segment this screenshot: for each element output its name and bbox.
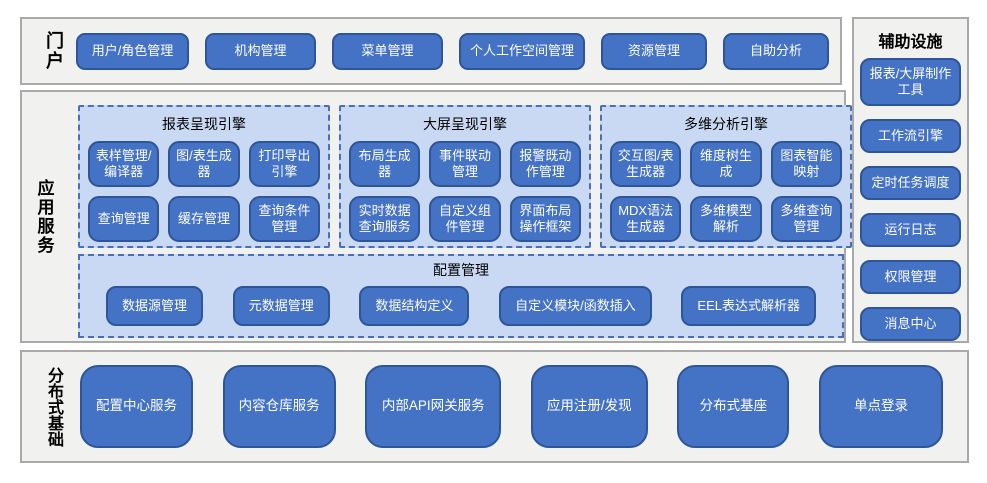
group-title: 大屏呈现引擎: [423, 116, 507, 132]
node-interactive-chart-generator: 交互图/表生成器: [610, 141, 682, 187]
group-title: 报表呈现引擎: [162, 116, 246, 132]
engine-grid: 布局生成器 事件联动管理 报警既动作管理 实时数据查询服务 自定义组件管理 界面…: [349, 141, 581, 242]
node-personal-workspace-mgmt: 个人工作空间管理: [459, 32, 585, 70]
node-layout-generator: 布局生成器: [349, 141, 421, 187]
node-mdx-syntax-generator: MDX语法生成器: [610, 196, 682, 242]
node-query-mgmt: 查询管理: [88, 196, 160, 242]
node-alarm-action-mgmt: 报警既动作管理: [509, 141, 581, 187]
node-query-condition-mgmt: 查询条件管理: [248, 196, 320, 242]
group-title: 配置管理: [433, 262, 489, 278]
distributed-foundation-section: 分布式基础 配置中心服务 内容仓库服务 内部API网关服务 应用注册/发现 分布…: [20, 350, 969, 463]
node-custom-module-function-insert: 自定义模块/函数插入: [499, 286, 652, 326]
node-message-center: 消息中心: [860, 307, 961, 341]
node-metadata-mgmt: 元数据管理: [232, 286, 330, 326]
node-permission-mgmt: 权限管理: [860, 260, 961, 294]
portal-node-row: 用户/角色管理 机构管理 菜单管理 个人工作空间管理 资源管理 自助分析: [76, 32, 829, 70]
config-node-row: 数据源管理 元数据管理 数据结构定义 自定义模块/函数插入 EEL表达式解析器: [80, 280, 842, 336]
node-report-bigscreen-authoring-tool: 报表/大屏制作工具: [860, 58, 961, 106]
node-chart-smart-mapping: 图表智能映射: [770, 141, 842, 187]
node-eel-expression-parser: EEL表达式解析器: [681, 286, 816, 326]
node-report-style-compiler: 表样管理/编译器: [88, 141, 160, 187]
app-services-section-label: 应用服务: [34, 178, 54, 255]
foundation-section-label: 分布式基础: [45, 366, 62, 447]
node-event-linkage-mgmt: 事件联动管理: [429, 141, 501, 187]
node-datasource-mgmt: 数据源管理: [106, 286, 204, 326]
node-run-log: 运行日志: [860, 213, 961, 247]
engine-grid: 表样管理/编译器 图/表生成器 打印导出引擎 查询管理 缓存管理 查询条件管理: [88, 141, 320, 242]
node-content-repository-service: 内容仓库服务: [222, 365, 336, 448]
portal-section: 门户 用户/角色管理 机构管理 菜单管理 个人工作空间管理 资源管理 自助分析: [20, 17, 842, 85]
group-config-mgmt: 配置管理 数据源管理 元数据管理 数据结构定义 自定义模块/函数插入 EEL表达…: [78, 254, 844, 338]
group-title: 多维分析引擎: [684, 116, 768, 132]
node-multidim-model-parsing: 多维模型解析: [690, 196, 762, 242]
auxiliary-facilities-section: 辅助设施 报表/大屏制作工具 工作流引擎 定时任务调度 运行日志 权限管理 消息…: [852, 17, 969, 343]
node-dimension-tree-generation: 维度树生成: [690, 141, 762, 187]
node-resource-mgmt: 资源管理: [601, 32, 707, 70]
node-data-structure-definition: 数据结构定义: [359, 286, 470, 326]
node-workflow-engine: 工作流引擎: [860, 119, 961, 153]
portal-section-label: 门户: [44, 31, 64, 71]
node-org-mgmt: 机构管理: [205, 32, 316, 70]
node-realtime-data-query: 实时数据查询服务: [349, 196, 421, 242]
node-multidim-query-mgmt: 多维查询管理: [770, 196, 842, 242]
node-internal-api-gateway-service: 内部API网关服务: [365, 365, 502, 448]
node-ui-layout-framework: 界面布局操作框架: [509, 196, 581, 242]
foundation-node-row: 配置中心服务 内容仓库服务 内部API网关服务 应用注册/发现 分布式基座 单点…: [62, 365, 967, 448]
node-menu-mgmt: 菜单管理: [332, 32, 443, 70]
engine-grid: 交互图/表生成器 维度树生成 图表智能映射 MDX语法生成器 多维模型解析 多维…: [610, 141, 842, 242]
auxiliary-section-label: 辅助设施: [878, 34, 943, 51]
app-services-section: 应用服务 报表呈现引擎 表样管理/编译器 图/表生成器 打印导出引擎 查询管理 …: [20, 90, 852, 343]
node-app-registration-discovery: 应用注册/发现: [530, 365, 648, 448]
node-config-center-service: 配置中心服务: [80, 365, 193, 448]
node-self-service-analysis: 自助分析: [723, 32, 829, 70]
node-single-sign-on: 单点登录: [818, 365, 943, 448]
node-chart-table-generator: 图/表生成器: [168, 141, 240, 187]
node-print-export-engine: 打印导出引擎: [248, 141, 320, 187]
node-user-role-mgmt: 用户/角色管理: [76, 32, 189, 70]
group-report-render-engine: 报表呈现引擎 表样管理/编译器 图/表生成器 打印导出引擎 查询管理 缓存管理 …: [78, 105, 330, 248]
node-cache-mgmt: 缓存管理: [168, 196, 240, 242]
node-scheduled-task-dispatch: 定时任务调度: [860, 166, 961, 200]
auxiliary-node-column: 报表/大屏制作工具 工作流引擎 定时任务调度 运行日志 权限管理 消息中心: [854, 58, 967, 341]
group-bigscreen-render-engine: 大屏呈现引擎 布局生成器 事件联动管理 报警既动作管理 实时数据查询服务 自定义…: [339, 105, 591, 248]
node-distributed-base: 分布式基座: [677, 365, 790, 448]
node-custom-component-mgmt: 自定义组件管理: [429, 196, 501, 242]
group-olap-analysis-engine: 多维分析引擎 交互图/表生成器 维度树生成 图表智能映射 MDX语法生成器 多维…: [600, 105, 852, 248]
engine-group-row: 报表呈现引擎 表样管理/编译器 图/表生成器 打印导出引擎 查询管理 缓存管理 …: [78, 105, 852, 248]
